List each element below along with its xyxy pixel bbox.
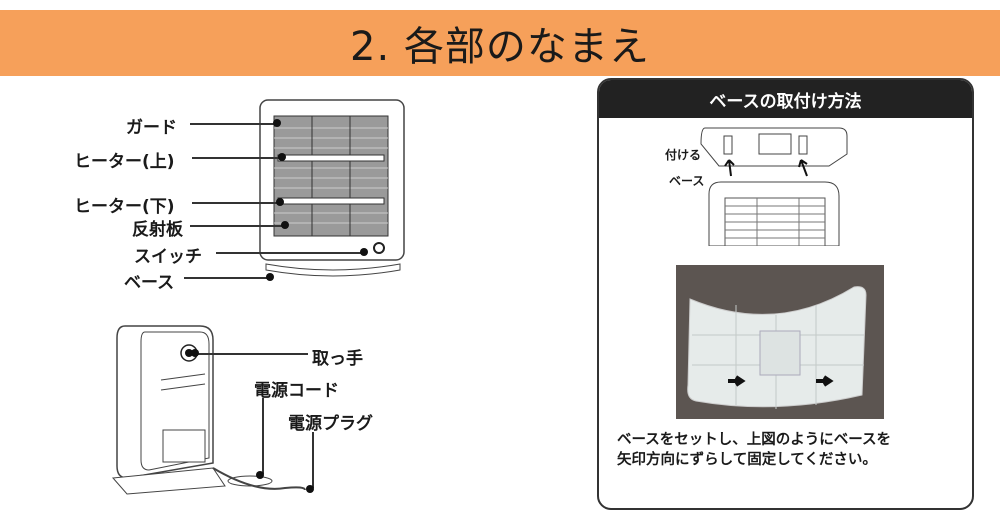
caption-line-1: ベースをセットし、上図のようにベースを [617,432,892,448]
label-attach: 付ける [665,148,702,162]
label-panel-base: ベース [669,174,705,188]
caption-line-2: 矢印方向にずらして固定してください。 [617,452,877,468]
page-title: 2. 各部のなまえ [350,24,650,70]
base-install-panel: ベースの取付け方法 付ける ベース ベースをセットし、上図のようにベースを 矢印… [597,78,974,510]
label-heater-lower: ヒーター(下) [74,197,175,217]
heater-front-illustration [259,99,405,277]
label-reflector: 反射板 [132,220,183,240]
panel-title: ベースの取付け方法 [599,80,972,118]
label-power-plug: 電源プラグ [288,414,373,434]
label-switch: スイッチ [134,247,202,267]
label-heater-upper: ヒーター(上) [74,152,175,172]
label-base: ベース [124,273,175,293]
install-instructions: ベースをセットし、上図のようにベースを 矢印方向にずらして固定してください。 [617,430,891,470]
label-power-cord: 電源コード [254,381,339,401]
header-banner: 2. 各部のなまえ [0,10,1000,76]
label-guard: ガード [126,118,177,138]
label-handle: 取っ手 [312,349,363,369]
base-install-illustration [700,127,848,246]
base-underside-photo [676,265,884,419]
heater-back-illustration [111,325,306,495]
